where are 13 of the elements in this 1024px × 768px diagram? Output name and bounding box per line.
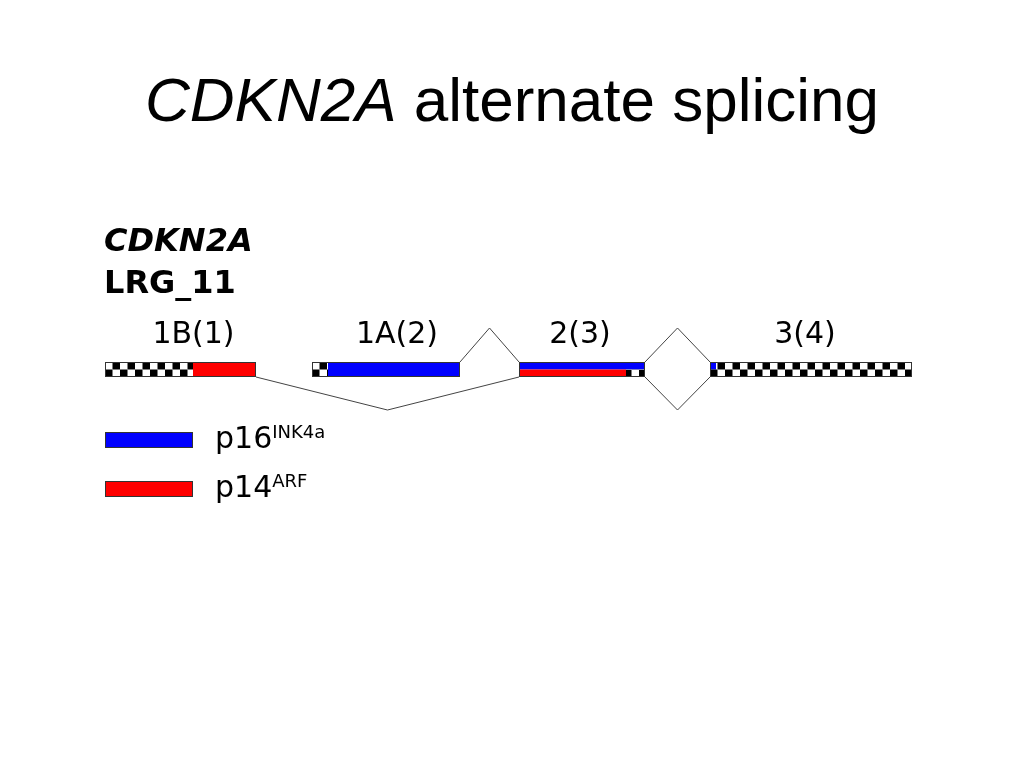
exon-label: 1A(2) (355, 315, 439, 351)
splice-line (459, 327, 520, 363)
exon-label: 1B(1) (152, 315, 235, 351)
reference-id: LRG_11 (104, 263, 236, 302)
legend-label: p14$^{ARF}$ (215, 469, 308, 505)
diagram-title: CDKN2A alternate splicing (145, 64, 879, 136)
splice-line (644, 376, 711, 411)
exon-label: 2(3) (549, 315, 611, 351)
exon-label: 3(4) (774, 315, 836, 351)
splice-line (255, 376, 520, 411)
legend-label: p16$^{INK4a}$ (215, 420, 326, 456)
gene-symbol: CDKN2A (104, 221, 253, 260)
splice-line (644, 327, 711, 363)
